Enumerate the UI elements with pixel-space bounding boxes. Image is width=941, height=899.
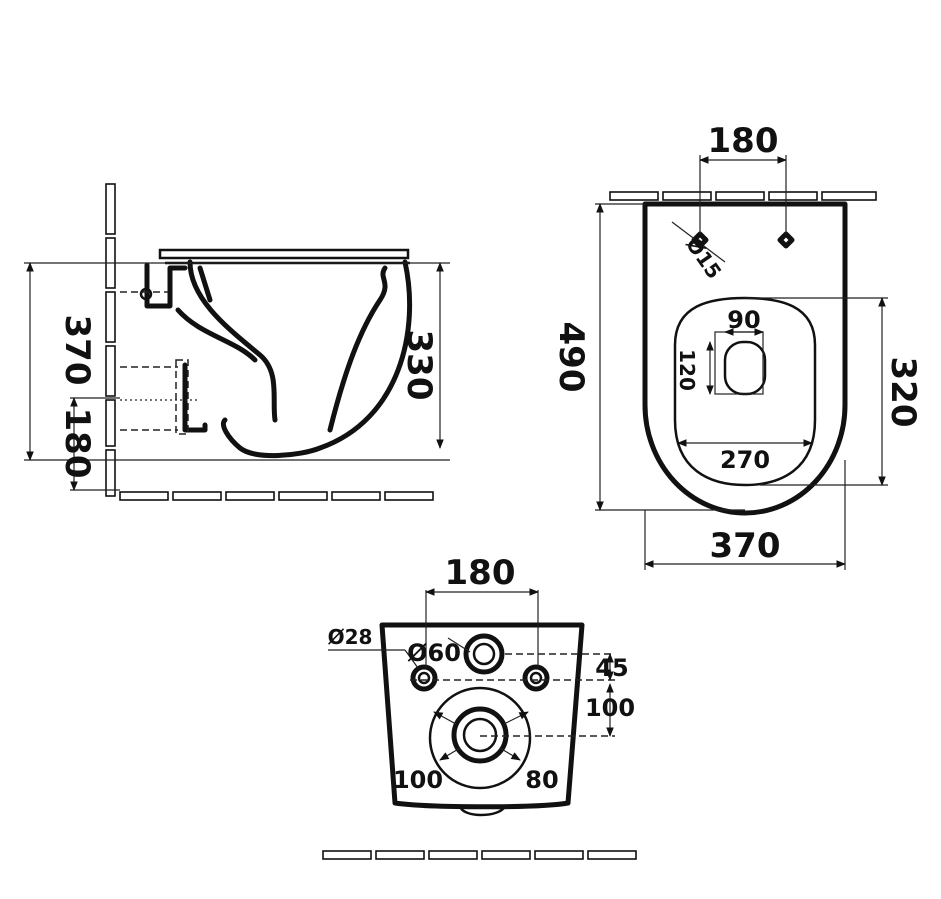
top-wall-tiles [609,191,877,201]
bowl-top-outline [642,201,848,516]
dim-bolt-diameter: Ø28 [328,625,373,649]
dim-vertical-distance: 100 [585,694,635,722]
seat-lid [158,248,410,260]
inner-opening [723,340,767,396]
bolt-hole-right [522,664,550,692]
outlet-pipe [182,362,208,433]
dim-outlet-left: 100 [393,766,443,794]
outlet-outer [428,686,532,790]
dim-length: 490 [551,322,591,393]
dim-total-height: 370 [57,315,97,386]
dim-hole-spacing: 180 [708,121,779,161]
outlet-inner [451,706,509,764]
dim-bolt-spacing: 180 [445,553,516,593]
dim-outlet-right: 80 [525,766,558,794]
dim-opening-length-inner: 120 [675,349,699,391]
back-view: 180 Ø28 Ø60 45 100 100 80 [322,553,637,860]
back-floor-tiles [322,850,637,860]
back-body-outline [379,622,585,810]
dim-width: 370 [710,526,781,566]
top-view: 180 Ø15 490 90 120 320 270 370 [551,121,923,570]
bolt-hole-left [410,664,438,692]
hole-right-icon [777,231,795,249]
dim-inlet-height: 180 [57,408,97,479]
dim-opening-width-top: 90 [727,306,760,334]
wall-bracket [144,262,188,309]
seat-opening [673,296,817,487]
inlet-outer [463,633,505,675]
hole-left-icon [691,231,709,249]
wall-tiles [105,183,116,497]
dim-bowl-height: 330 [399,330,439,401]
dim-opening-width: 270 [720,446,770,474]
side-view: 370 180 330 [24,183,450,501]
dim-opening-length: 320 [883,357,923,428]
floor-tiles [119,491,434,501]
dim-vertical-offset: 45 [595,654,628,682]
dim-inlet-diameter: Ø60 [407,639,461,667]
bowl-profile [221,259,413,458]
